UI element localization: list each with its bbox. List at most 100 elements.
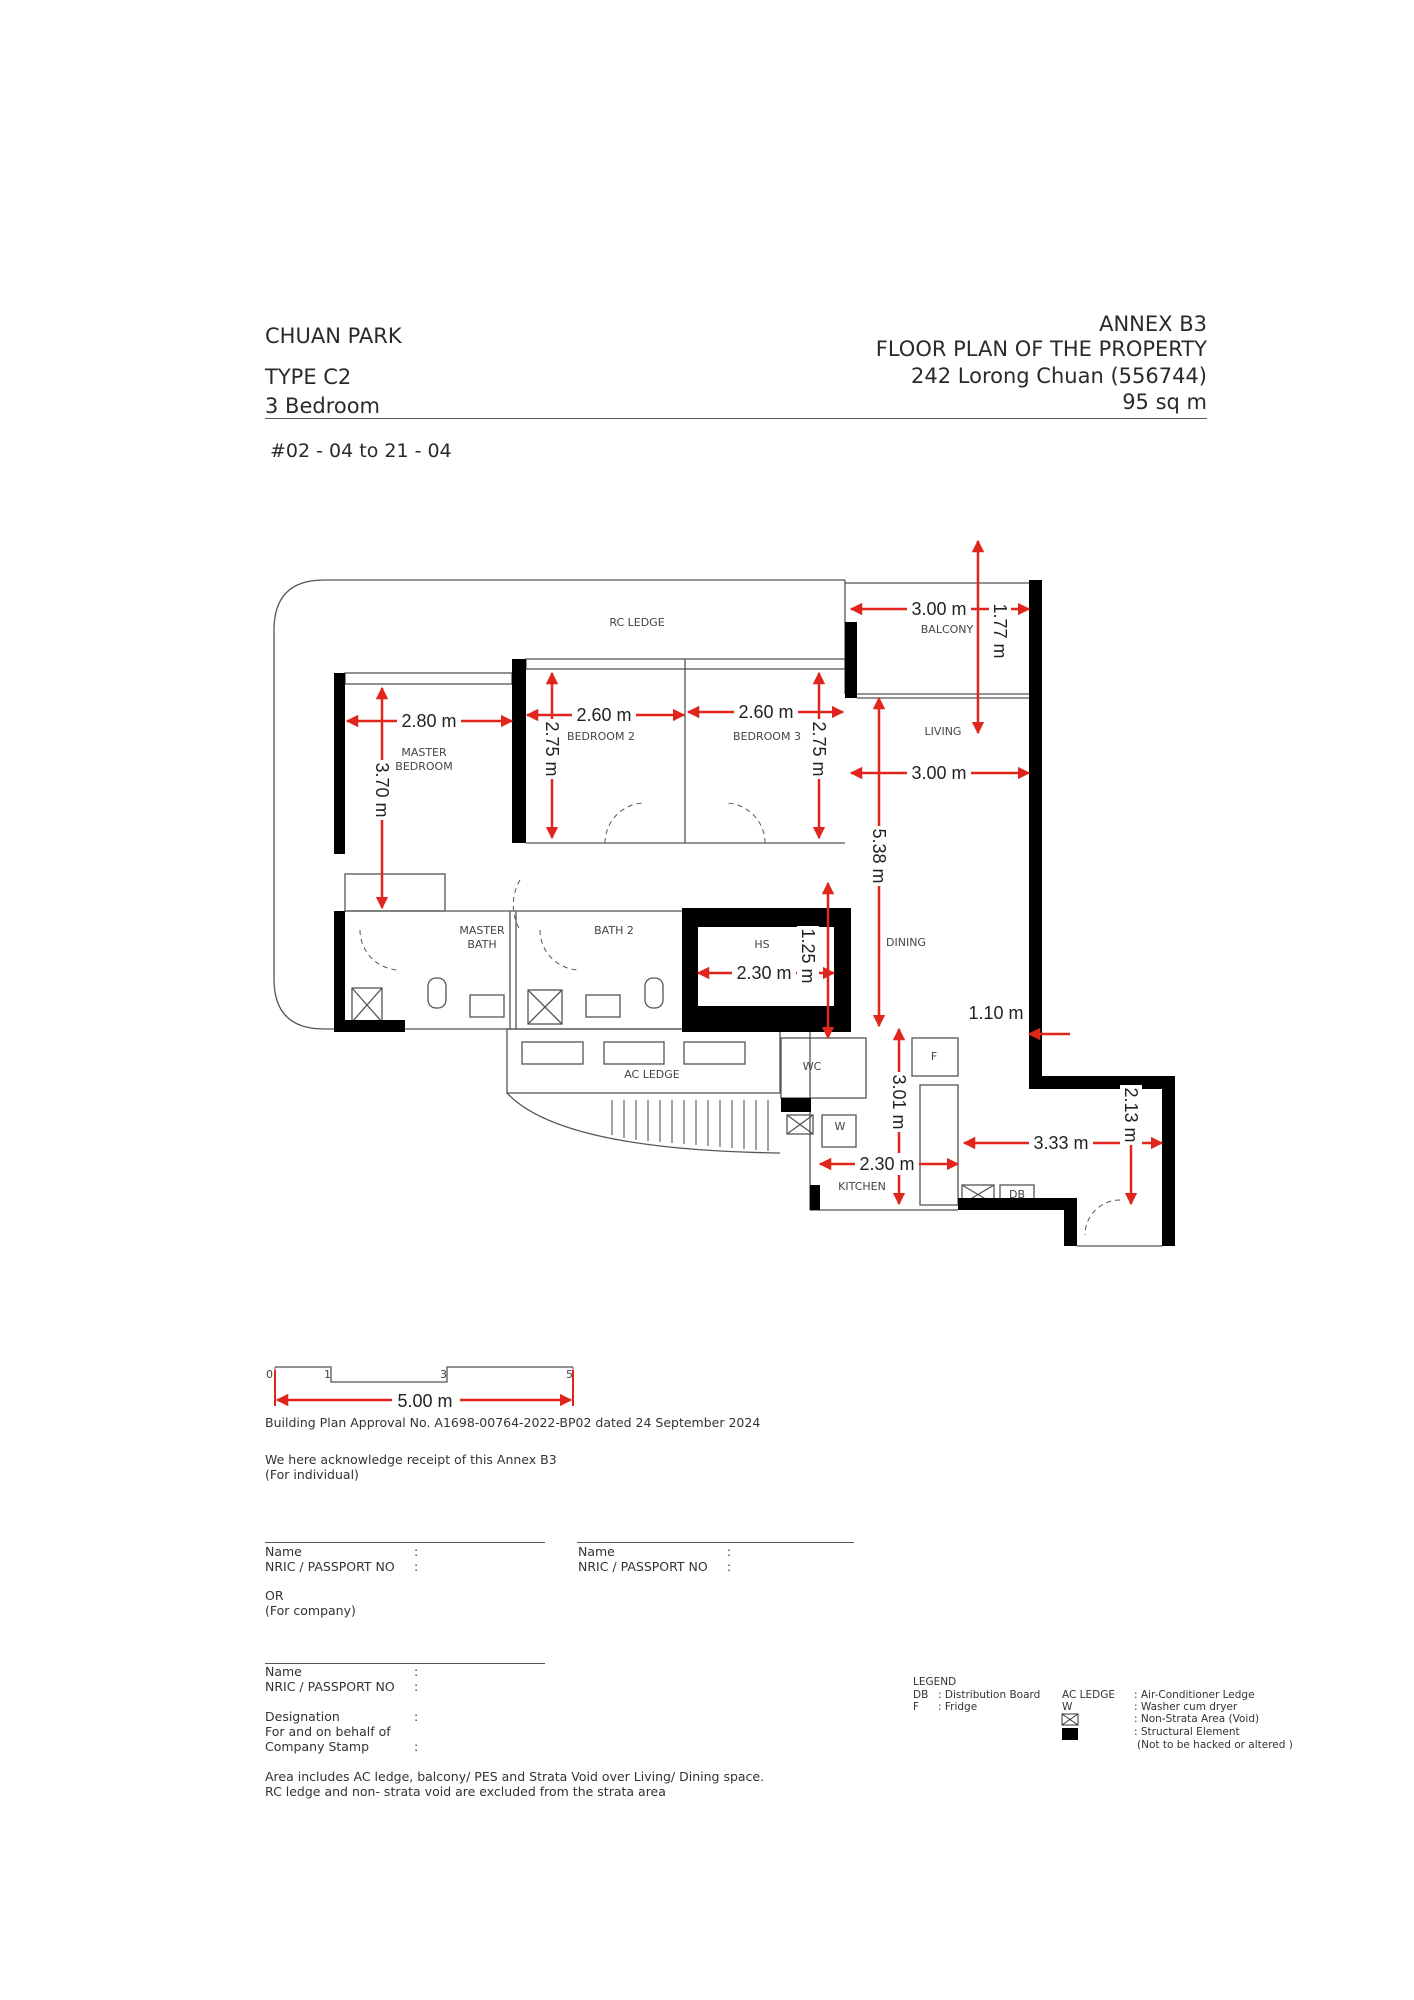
dimension-label-bg <box>1029 1132 1093 1154</box>
name-label-3: Name <box>265 1664 302 1679</box>
legend-db-desc: : Distribution Board <box>938 1689 1041 1701</box>
ac-louvres <box>611 1100 769 1151</box>
rc-ledge-outline <box>273 579 845 1030</box>
project-name: CHUAN PARK <box>265 324 402 348</box>
room-label-fridge: F <box>931 1050 937 1063</box>
legend-w-key: W <box>1062 1701 1073 1713</box>
area-note-2: RC ledge and non- strata void are exclud… <box>265 1784 666 1799</box>
legend-w-desc: : Washer cum dryer <box>1134 1701 1238 1713</box>
legend-f-desc: : Fridge <box>938 1701 978 1713</box>
dimension-label-bg <box>734 701 798 723</box>
dimension-label: 2.75 m <box>542 721 562 776</box>
dimension-label: 5.38 m <box>869 828 889 883</box>
name-colon-3: : <box>414 1664 419 1679</box>
nric-colon-1: : <box>414 1559 419 1574</box>
structural-legend-icon <box>1062 1728 1078 1740</box>
annex-label: ANNEX B3 <box>1099 312 1207 336</box>
room-label-master-bedroom-2: BEDROOM <box>395 760 452 773</box>
legend-title: LEGEND <box>913 1676 957 1688</box>
name-colon-1: : <box>414 1544 419 1559</box>
legend-struct-note: (Not to be hacked or altered ) <box>1137 1739 1293 1751</box>
room-label-hs: HS <box>754 938 769 951</box>
document-title: FLOOR PLAN OF THE PROPERTY <box>875 337 1207 361</box>
legend-void-desc: : Non-Strata Area (Void) <box>1134 1713 1260 1725</box>
room-label-kitchen: KITCHEN <box>838 1180 886 1193</box>
room-label-bedroom-3: BEDROOM 3 <box>733 730 801 743</box>
room-label-bath-2: BATH 2 <box>594 924 634 937</box>
bedroom-count: 3 Bedroom <box>265 394 381 418</box>
dimension-label-bg <box>808 719 830 779</box>
dimension-label: 3.70 m <box>372 762 392 817</box>
name-label-1: Name <box>265 1544 302 1559</box>
acknowledge-text: We here acknowledge receipt of this Anne… <box>265 1452 557 1467</box>
room-label-master-bath: MASTER <box>459 924 505 937</box>
dimension-label-bg <box>1120 1085 1142 1145</box>
dimension-label-bg <box>907 598 971 620</box>
room-label-washer: W <box>835 1120 846 1133</box>
dimension-label: 2.60 m <box>738 702 793 722</box>
nric-colon-2: : <box>727 1559 732 1574</box>
dimension-label-bg <box>907 762 971 784</box>
dimension-label-bg <box>371 760 393 820</box>
room-label-db: DB <box>1009 1188 1025 1201</box>
dimension-label: 3.00 m <box>911 599 966 619</box>
header-rule <box>265 418 1207 419</box>
address: 242 Lorong Chuan (556744) <box>911 364 1207 388</box>
dimension-label: 1.25 m <box>798 928 818 983</box>
room-label-master-bedroom: MASTER <box>401 746 447 759</box>
signature-line-2 <box>577 1542 854 1543</box>
unit-type: TYPE C2 <box>265 365 352 389</box>
void-legend-icon <box>1061 1713 1079 1726</box>
dimension-label: 1.77 m <box>990 603 1010 658</box>
area: 95 sq m <box>1122 390 1207 414</box>
name-label-2: Name <box>578 1544 615 1559</box>
scale-tick-5: 5 <box>566 1368 573 1381</box>
nric-label-2: NRIC / PASSPORT NO <box>578 1559 708 1574</box>
room-label-ac-ledge: AC LEDGE <box>624 1068 680 1081</box>
dimension-label-bg <box>797 926 819 986</box>
dimension-label-bg <box>888 1072 910 1132</box>
scale-bar: 0 1 3 5 5.00 m <box>266 1366 574 1411</box>
or-label: OR <box>265 1588 284 1603</box>
room-label-living: LIVING <box>925 725 962 738</box>
stamp-label: Company Stamp <box>265 1739 370 1754</box>
dimension-label: 2.75 m <box>809 721 829 776</box>
dimension-label-bg <box>572 704 636 726</box>
signature-line-1 <box>265 1542 545 1543</box>
scale-tick-3: 3 <box>440 1368 447 1381</box>
nric-colon-3: : <box>414 1679 419 1694</box>
legend-f-key: F <box>913 1701 920 1713</box>
nric-label-1: NRIC / PASSPORT NO <box>265 1559 395 1574</box>
room-label-master-bath-2: BATH <box>467 938 496 951</box>
legend-struct-desc: : Structural Element <box>1134 1726 1240 1738</box>
dimension-label: 2.60 m <box>576 705 631 725</box>
dimension-label: 2.30 m <box>859 1154 914 1174</box>
approval-text: Building Plan Approval No. A1698-00764-2… <box>265 1415 761 1430</box>
plan-outlines <box>273 579 1162 1247</box>
legend-ac-desc: : Air-Conditioner Ledge <box>1134 1689 1255 1701</box>
dimension-label-bg <box>732 962 796 984</box>
dimension-annotations: 2.80 m 3.70 m 2.60 m 2.75 m 2.60 m 2.75 m 2.30… <box>345 539 1164 1206</box>
scale-length-label: 5.00 m <box>397 1391 452 1411</box>
for-company-label: (For company) <box>265 1603 356 1618</box>
designation-colon: : <box>414 1709 419 1724</box>
dimension-label: 2.13 m <box>1121 1087 1141 1142</box>
name-colon-2: : <box>727 1544 732 1559</box>
for-individual-label: (For individual) <box>265 1467 359 1482</box>
designation-label: Designation <box>265 1709 340 1724</box>
behalf-label: For and on behalf of <box>265 1724 391 1739</box>
dimension-label-bg <box>868 826 890 886</box>
room-label-balcony: BALCONY <box>921 623 974 636</box>
room-label-dining: DINING <box>886 936 926 949</box>
room-label-rc-ledge: RC LEDGE <box>609 616 664 629</box>
dimension-label: 3.00 m <box>911 763 966 783</box>
room-label-wc: WC <box>803 1060 822 1073</box>
unit-range: #02 - 04 to 21 - 04 <box>270 440 452 462</box>
dimension-label: 2.80 m <box>401 711 456 731</box>
legend-db-key: DB <box>913 1689 929 1701</box>
room-label-bedroom-2: BEDROOM 2 <box>567 730 635 743</box>
stamp-colon: : <box>414 1739 419 1754</box>
signature-line-3 <box>265 1663 545 1664</box>
dimension-label-bg <box>397 710 461 732</box>
